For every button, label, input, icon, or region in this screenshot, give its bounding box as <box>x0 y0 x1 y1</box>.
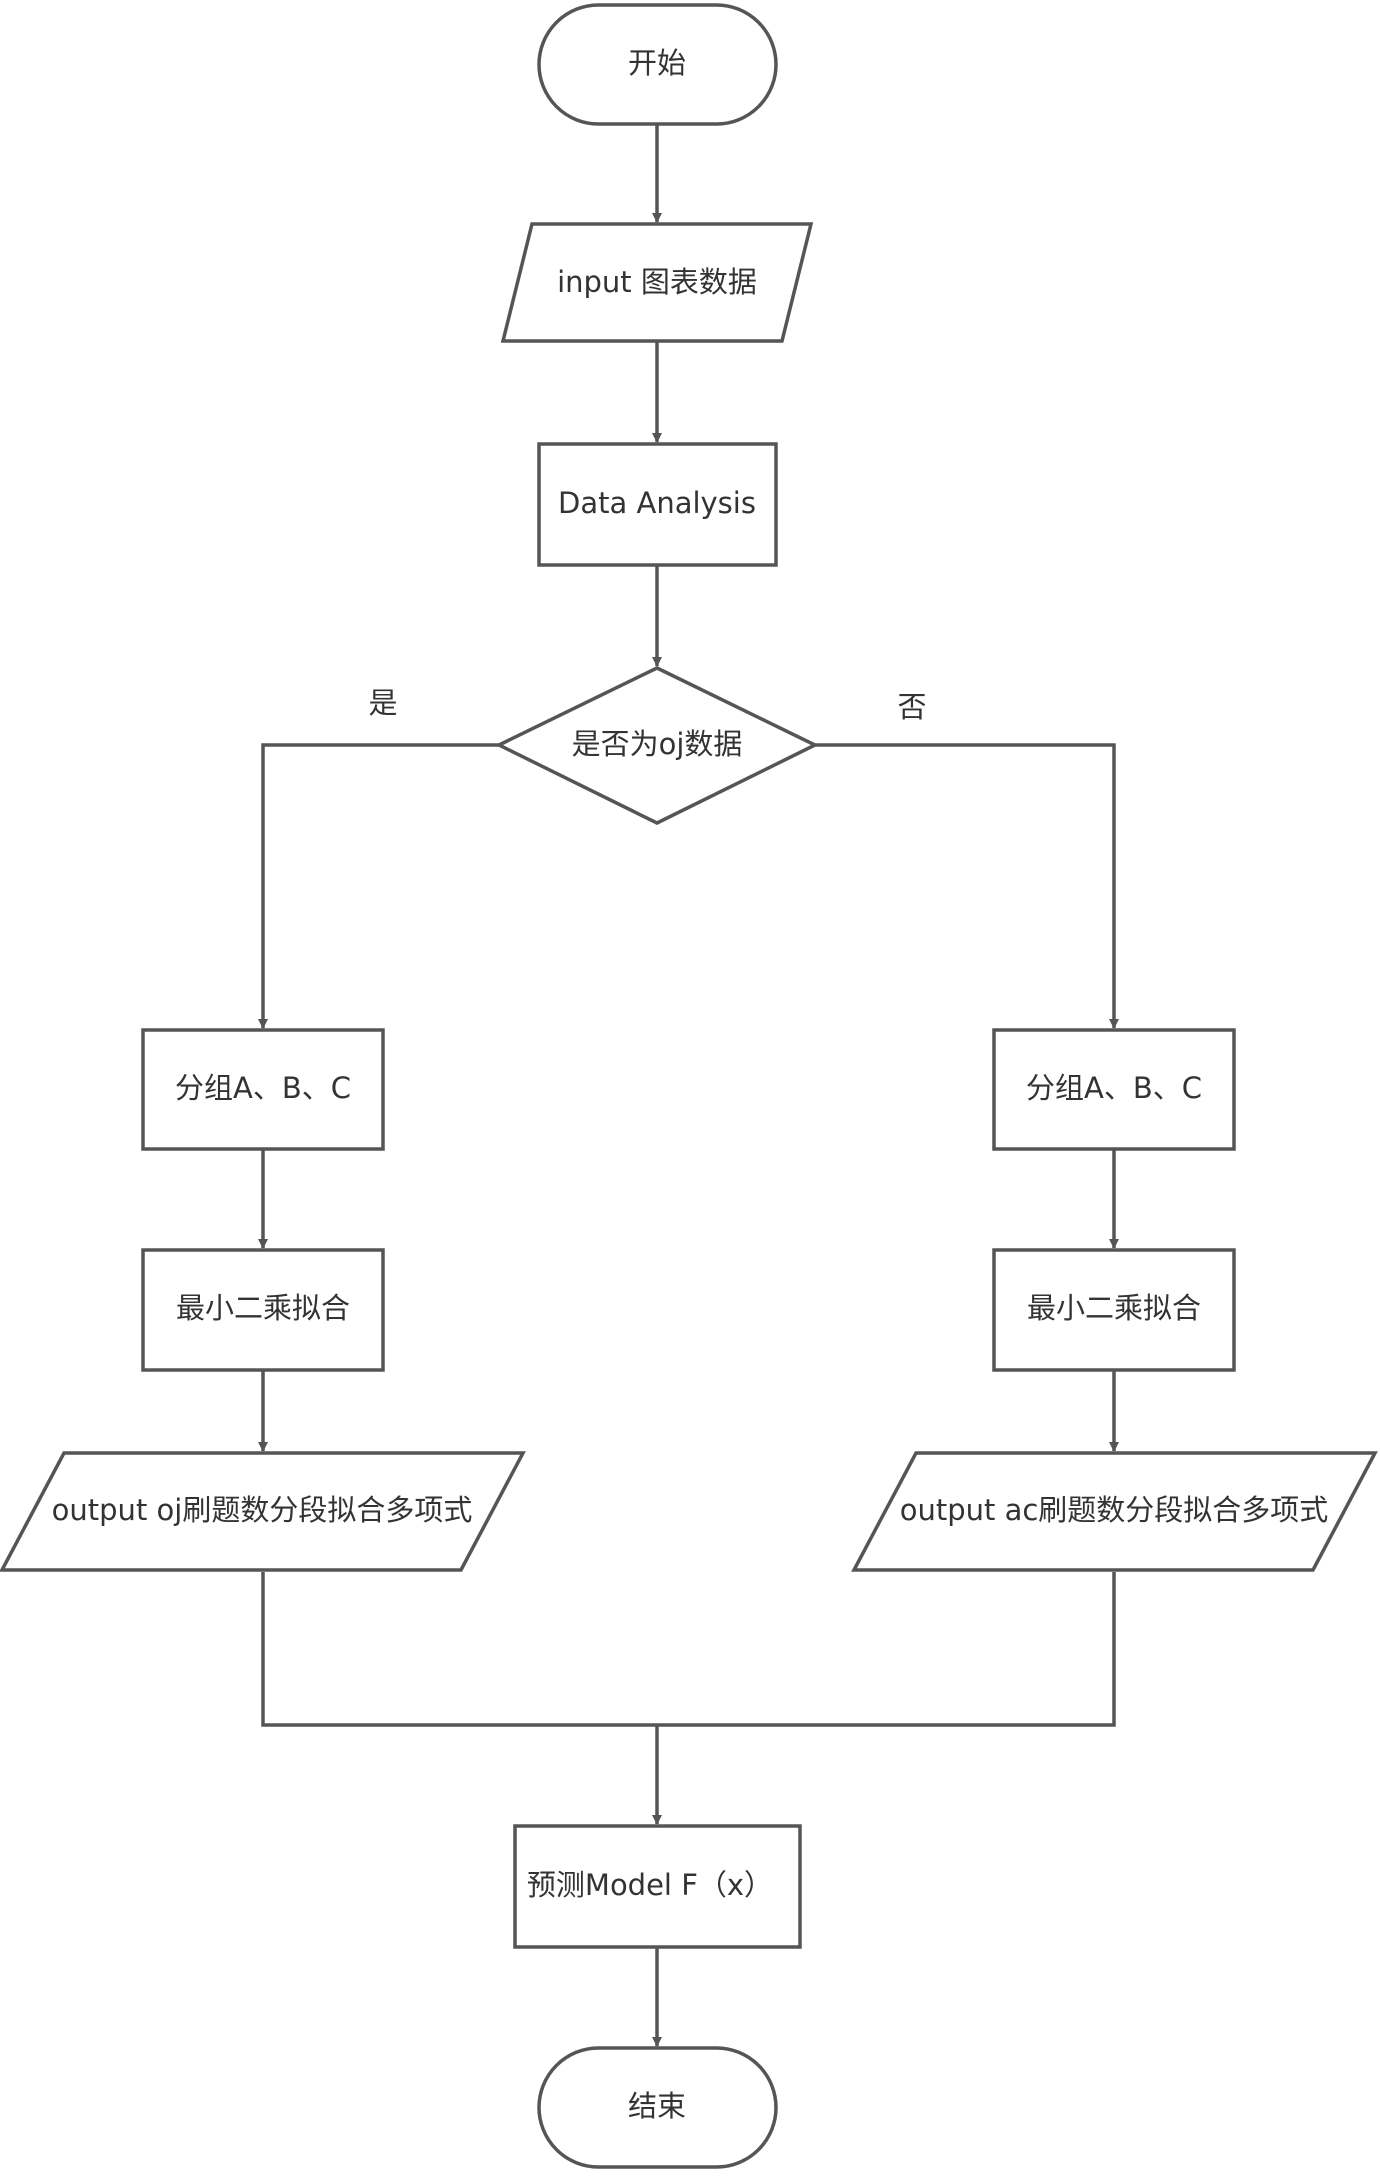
input-data-label: input 图表数据 <box>557 265 757 299</box>
right-fit-node <box>992 1248 1236 1372</box>
left-group-node <box>141 1028 385 1151</box>
right-output-node <box>851 1451 1378 1572</box>
end-terminal <box>537 2046 778 2169</box>
merge-connector <box>261 1572 1116 1727</box>
right-group-label: 分组A、B、C <box>1026 1071 1202 1105</box>
arrow-decision-to-right-group <box>815 743 1119 1029</box>
arrow-decision-to-left-group <box>258 743 499 1029</box>
predict-model-label: 预测Model F（x） <box>527 1868 773 1902</box>
left-group-label: 分组A、B、C <box>175 1071 351 1105</box>
data-analysis-label: Data Analysis <box>558 486 756 520</box>
left-fit-label: 最小二乘拟合 <box>176 1291 350 1325</box>
right-group-node <box>992 1028 1236 1151</box>
right-output-label: output ac刷题数分段拟合多项式 <box>900 1493 1329 1527</box>
left-fit-node <box>141 1248 385 1372</box>
left-output-node <box>0 1451 526 1572</box>
branch-no-label: 否 <box>897 690 926 724</box>
right-fit-label: 最小二乘拟合 <box>1027 1291 1201 1325</box>
data-analysis-node <box>537 442 778 567</box>
decision-node <box>495 666 819 825</box>
end-label: 结束 <box>628 2089 686 2123</box>
decision-label: 是否为oj数据 <box>572 727 743 761</box>
predict-model-node <box>513 1824 802 1949</box>
start-label: 开始 <box>628 46 686 80</box>
input-data-node <box>500 222 814 343</box>
branch-yes-label: 是 <box>368 686 397 720</box>
left-output-label: output oj刷题数分段拟合多项式 <box>52 1493 473 1527</box>
start-terminal <box>537 3 778 126</box>
